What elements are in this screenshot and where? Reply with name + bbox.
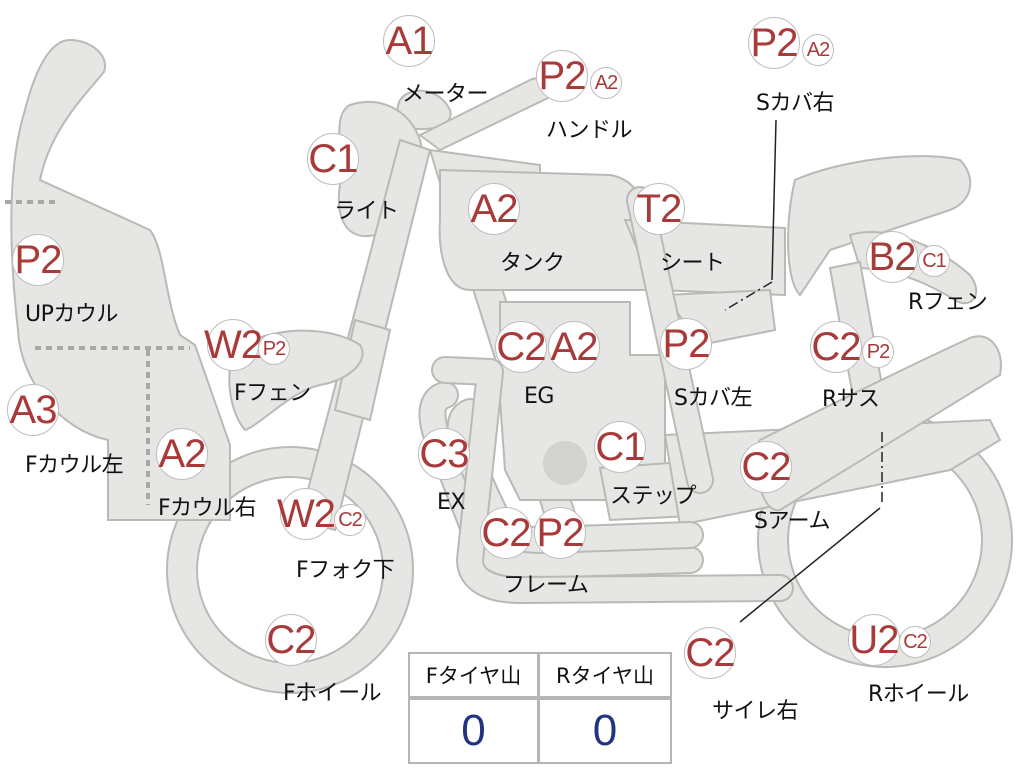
front-tire-header: Fタイヤ山 bbox=[410, 654, 540, 700]
rear-wheel-label: Rホイール bbox=[868, 682, 969, 707]
frame-code-1[interactable]: C2 bbox=[480, 507, 532, 559]
handle-label: ハンドル bbox=[546, 118, 633, 143]
side-cover-right-label: Sカバ右 bbox=[756, 91, 834, 116]
swing-arm-label: Sアーム bbox=[754, 509, 831, 534]
rear-tire-value[interactable]: 0 bbox=[592, 706, 618, 755]
front-fork-lower-label: Fフォク下 bbox=[296, 558, 395, 583]
upper-cowl-code-1[interactable]: P2 bbox=[12, 234, 64, 286]
tire-tread-table: Fタイヤ山 Rタイヤ山 0 0 bbox=[408, 652, 672, 764]
front-fork-lower-code-2[interactable]: C2 bbox=[334, 504, 366, 536]
frame-label: フレーム bbox=[503, 573, 589, 598]
exhaust-label: EX bbox=[437, 490, 465, 515]
swing-arm-code-1[interactable]: C2 bbox=[740, 441, 792, 493]
rear-suspension-code-2[interactable]: P2 bbox=[862, 336, 894, 368]
rear-fender-code-2[interactable]: C1 bbox=[918, 245, 950, 277]
engine-code-1[interactable]: C2 bbox=[495, 321, 547, 373]
step-label: ステップ bbox=[610, 484, 697, 509]
silencer-right-code-1[interactable]: C2 bbox=[684, 627, 736, 679]
frame-code-2[interactable]: P2 bbox=[534, 507, 586, 559]
tank-code-1[interactable]: A2 bbox=[468, 183, 520, 235]
seat-label: シート bbox=[660, 251, 725, 276]
meter-label: メーター bbox=[402, 82, 489, 107]
front-cowl-left-code-1[interactable]: A3 bbox=[7, 384, 59, 436]
step-code-1[interactable]: C1 bbox=[594, 421, 646, 473]
rear-wheel-code-2[interactable]: C2 bbox=[899, 626, 931, 658]
front-fender-label: Fフェン bbox=[234, 381, 311, 406]
silencer-right-label: サイレ右 bbox=[712, 699, 799, 724]
light-code-1[interactable]: C1 bbox=[307, 133, 359, 185]
front-cowl-left-label: Fカウル左 bbox=[25, 453, 124, 478]
rear-wheel-code-1[interactable]: U2 bbox=[848, 614, 900, 666]
rear-fender-label: Rフェン bbox=[908, 290, 988, 315]
side-cover-left-label: Sカバ左 bbox=[674, 386, 752, 411]
rear-tire-header: Rタイヤ山 bbox=[540, 654, 670, 700]
front-tire-value[interactable]: 0 bbox=[410, 700, 540, 762]
front-fork-lower-code-1[interactable]: W2 bbox=[277, 488, 336, 540]
meter-code-1[interactable]: A1 bbox=[383, 15, 435, 67]
side-cover-left-code-1[interactable]: P2 bbox=[660, 318, 712, 370]
side-cover-right-code-1[interactable]: P2 bbox=[748, 17, 800, 69]
seat-code-1[interactable]: T2 bbox=[633, 183, 685, 235]
upper-cowl-label: UPカウル bbox=[25, 302, 118, 327]
light-label: ライト bbox=[334, 199, 399, 224]
rear-suspension-label: Rサス bbox=[822, 387, 880, 412]
front-wheel-code-1[interactable]: C2 bbox=[265, 614, 317, 666]
handle-code-1[interactable]: P2 bbox=[536, 50, 588, 102]
rear-suspension-code-1[interactable]: C2 bbox=[810, 321, 862, 373]
exhaust-code-1[interactable]: C3 bbox=[418, 428, 470, 480]
handle-code-2[interactable]: A2 bbox=[590, 67, 622, 99]
engine-code-2[interactable]: A2 bbox=[548, 321, 600, 373]
front-cowl-right-code-1[interactable]: A2 bbox=[156, 428, 208, 480]
engine-label: EG bbox=[524, 384, 554, 409]
tank-label: タンク bbox=[500, 251, 565, 276]
front-cowl-right-label: Fカウル右 bbox=[158, 496, 257, 521]
front-fender-code-2[interactable]: P2 bbox=[258, 333, 290, 365]
front-fender-code-1[interactable]: W2 bbox=[204, 319, 263, 371]
side-cover-right-code-2[interactable]: A2 bbox=[802, 34, 834, 66]
front-wheel-label: Fホイール bbox=[283, 681, 382, 706]
rear-fender-code-1[interactable]: B2 bbox=[866, 231, 918, 283]
